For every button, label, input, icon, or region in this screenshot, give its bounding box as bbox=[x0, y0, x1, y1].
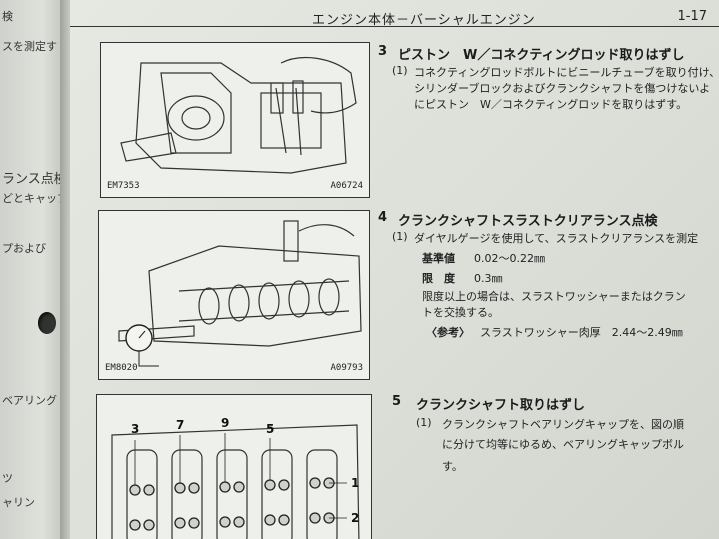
left-fragment: ャリン bbox=[2, 496, 35, 509]
section-number: 3 bbox=[378, 44, 388, 59]
figure-piston-removal: EM7353 A06724 bbox=[100, 42, 370, 198]
spec-label: 基準値 bbox=[422, 252, 455, 265]
step-number: (1) bbox=[392, 230, 408, 243]
thrust-clearance-illustration bbox=[118, 220, 362, 367]
section-title: ピストン W／コネクティングロッド取りはずし bbox=[398, 48, 685, 63]
section-number: 5 bbox=[392, 394, 402, 409]
figure-bearing-cap-order: 3 7 9 5 1 2 bbox=[96, 394, 372, 539]
step-number: (1) bbox=[416, 416, 432, 429]
left-fragment: ツ bbox=[2, 472, 13, 485]
instruction-line: トを交換する。 bbox=[422, 306, 499, 319]
instruction-line: コネクティングロッドボルトにビニールチューブを取り付け、 bbox=[414, 66, 719, 79]
page-header-title: エンジン本体－バーシャルエンジン bbox=[312, 13, 536, 28]
note-text: スラストワッシャー肉厚 2.44～2.49㎜ bbox=[480, 326, 683, 339]
book-spine bbox=[60, 0, 70, 539]
right-page: エンジン本体－バーシャルエンジン 1-17 EM7353 A06724 bbox=[70, 0, 719, 539]
callout-label: 7 bbox=[176, 418, 184, 432]
left-fragment: プおよび bbox=[2, 242, 46, 255]
spec-value: 0.02～0.22㎜ bbox=[474, 252, 545, 265]
callout-label: 3 bbox=[131, 422, 139, 436]
header-rule bbox=[70, 26, 719, 27]
left-fragment: スを測定す bbox=[2, 40, 57, 53]
instruction-line: にピストン W／コネクティングロッドを取りはずす。 bbox=[414, 98, 688, 111]
figure-ref: A06724 bbox=[330, 181, 363, 191]
page-number: 1-17 bbox=[677, 9, 707, 24]
step-number: (1) bbox=[392, 64, 408, 77]
figure-thrust-clearance: EM8020 A09793 bbox=[98, 210, 370, 380]
spec-value: 0.3㎜ bbox=[474, 272, 503, 285]
figure-code: EM7353 bbox=[107, 181, 140, 191]
section-title: クランクシャフトスラストクリアランス点検 bbox=[398, 214, 658, 229]
section-number: 4 bbox=[378, 210, 388, 225]
instruction-line: に分けて均等にゆるめ、ベアリングキャップボル bbox=[442, 438, 684, 451]
note-label: 〈参考〉 bbox=[426, 326, 470, 339]
bearing-cap-illustration: 3 7 9 5 1 2 bbox=[111, 416, 360, 539]
figure-ref: A09793 bbox=[330, 363, 363, 373]
section-title: クランクシャフト取りはずし bbox=[416, 398, 586, 413]
callout-label: 5 bbox=[266, 422, 274, 436]
spec-label: 限 度 bbox=[422, 272, 455, 285]
left-fragment: ベアリング bbox=[2, 394, 57, 407]
instruction-line: クランクシャフトベアリングキャップを、図の順 bbox=[442, 418, 684, 431]
instruction-line: ダイヤルゲージを使用して、スラストクリアランスを測定 bbox=[414, 232, 699, 245]
callout-label: 2 bbox=[351, 511, 359, 525]
figure-code: EM8020 bbox=[105, 363, 138, 373]
callout-label: 1 bbox=[351, 476, 359, 490]
left-fragment: ランス点検 bbox=[2, 172, 60, 187]
binder-hole bbox=[38, 312, 56, 334]
instruction-line: す。 bbox=[442, 460, 463, 473]
callout-label: 9 bbox=[221, 416, 229, 430]
instruction-line: 限度以上の場合は、スラストワッシャーまたはクラン bbox=[422, 290, 686, 303]
instruction-line: シリンダーブロックおよびクランクシャフトを傷つけないよ bbox=[414, 82, 711, 95]
left-fragment: 検 bbox=[2, 10, 13, 23]
piston-removal-illustration bbox=[120, 56, 357, 174]
